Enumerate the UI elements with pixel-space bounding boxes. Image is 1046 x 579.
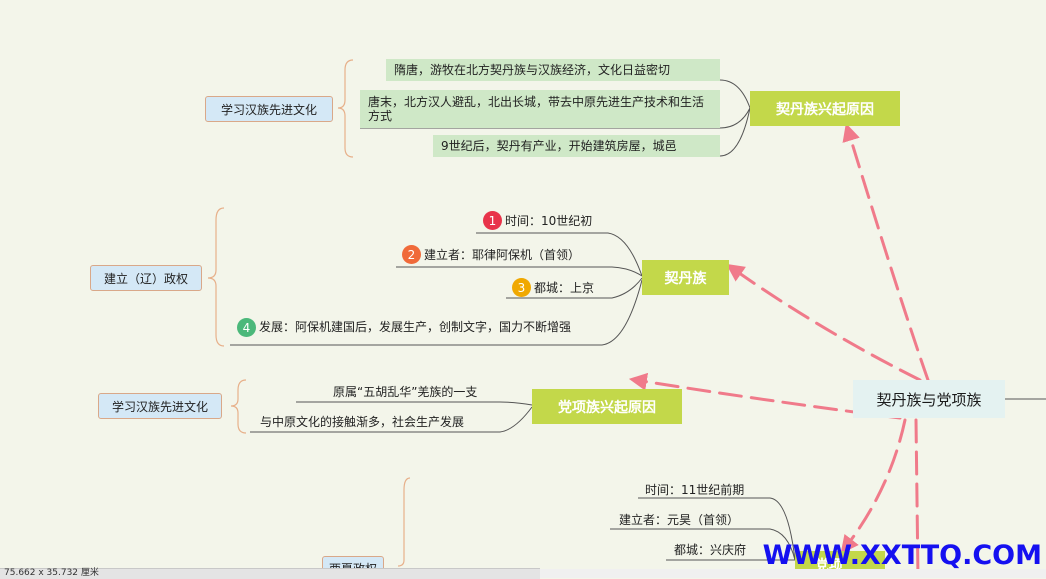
- marker-1-icon: 1: [483, 211, 502, 230]
- leaf-tangut-3[interactable]: 都城：兴庆府: [674, 543, 747, 557]
- group-khitan[interactable]: 建立（辽）政权: [90, 265, 202, 291]
- topic-khitan[interactable]: 契丹族: [642, 260, 729, 295]
- leaf-khitan-rise-2[interactable]: 唐末，北方汉人避乱，北出长城，带去中原先进生产技术和生活方式: [360, 90, 720, 128]
- arrow-to-khitan: [726, 263, 922, 382]
- group-khitan-rise-label: 学习汉族先进文化: [220, 102, 317, 117]
- brace-khitan: [207, 207, 225, 347]
- leaf-tangut-rise-2[interactable]: 与中原文化的接触渐多，社会生产发展: [260, 415, 465, 429]
- group-tangut-rise[interactable]: 学习汉族先进文化: [98, 393, 222, 419]
- marker-3-icon: 3: [512, 278, 531, 297]
- horizontal-scrollbar[interactable]: [540, 569, 1046, 578]
- topic-tangut-rise[interactable]: 党项族兴起原因: [532, 389, 682, 424]
- leaf-tangut-rise-1[interactable]: 原属“五胡乱华”羌族的一支: [333, 385, 478, 399]
- leaf-khitan-4[interactable]: 发展：阿保机建国后，发展生产，创制文字，国力不断增强: [259, 320, 572, 334]
- topic-khitan-label: 契丹族: [664, 270, 707, 287]
- canvas-size-readout: 75.662 x 35.732 厘米: [4, 568, 99, 578]
- topic-khitan-rise-label: 契丹族兴起原因: [776, 101, 874, 118]
- leaf-khitan-1[interactable]: 时间：10世纪初: [505, 214, 593, 228]
- marker-4-icon: 4: [237, 318, 256, 337]
- group-tangut-rise-label: 学习汉族先进文化: [111, 399, 208, 414]
- watermark-logo: WWW.XXTTQ.COM: [762, 540, 1042, 571]
- leaf-tangut-1[interactable]: 时间：11世纪前期: [645, 483, 745, 497]
- brace-khitan-rise: [337, 59, 354, 158]
- group-khitan-rise[interactable]: 学习汉族先进文化: [205, 96, 333, 122]
- arrow-to-tangut: [840, 418, 907, 554]
- leaf-tangut-2[interactable]: 建立者：元昊（首领）: [619, 513, 740, 527]
- group-khitan-label: 建立（辽）政权: [103, 271, 188, 286]
- leaf-khitan-3[interactable]: 都城：上京: [534, 281, 595, 295]
- status-bar: [0, 568, 540, 579]
- leaf-khitan-rise-3[interactable]: 9世纪后，契丹有产业，开始建筑房屋，城邑: [433, 135, 720, 157]
- central-topic[interactable]: 契丹族与党项族: [853, 380, 1005, 418]
- topic-tangut-rise-label: 党项族兴起原因: [558, 399, 656, 416]
- marker-2-icon: 2: [402, 245, 421, 264]
- arrow-to-khitan-rise: [842, 123, 930, 382]
- arrow-down: [914, 418, 920, 578]
- central-topic-label: 契丹族与党项族: [876, 390, 982, 409]
- brace-tangut: [397, 477, 411, 567]
- brace-tangut-rise: [230, 379, 247, 434]
- topic-khitan-rise[interactable]: 契丹族兴起原因: [750, 91, 900, 126]
- leaf-khitan-2[interactable]: 建立者：耶律阿保机（首领）: [424, 248, 581, 262]
- leaf-khitan-rise-1[interactable]: 隋唐，游牧在北方契丹族与汉族经济，文化日益密切: [386, 59, 720, 81]
